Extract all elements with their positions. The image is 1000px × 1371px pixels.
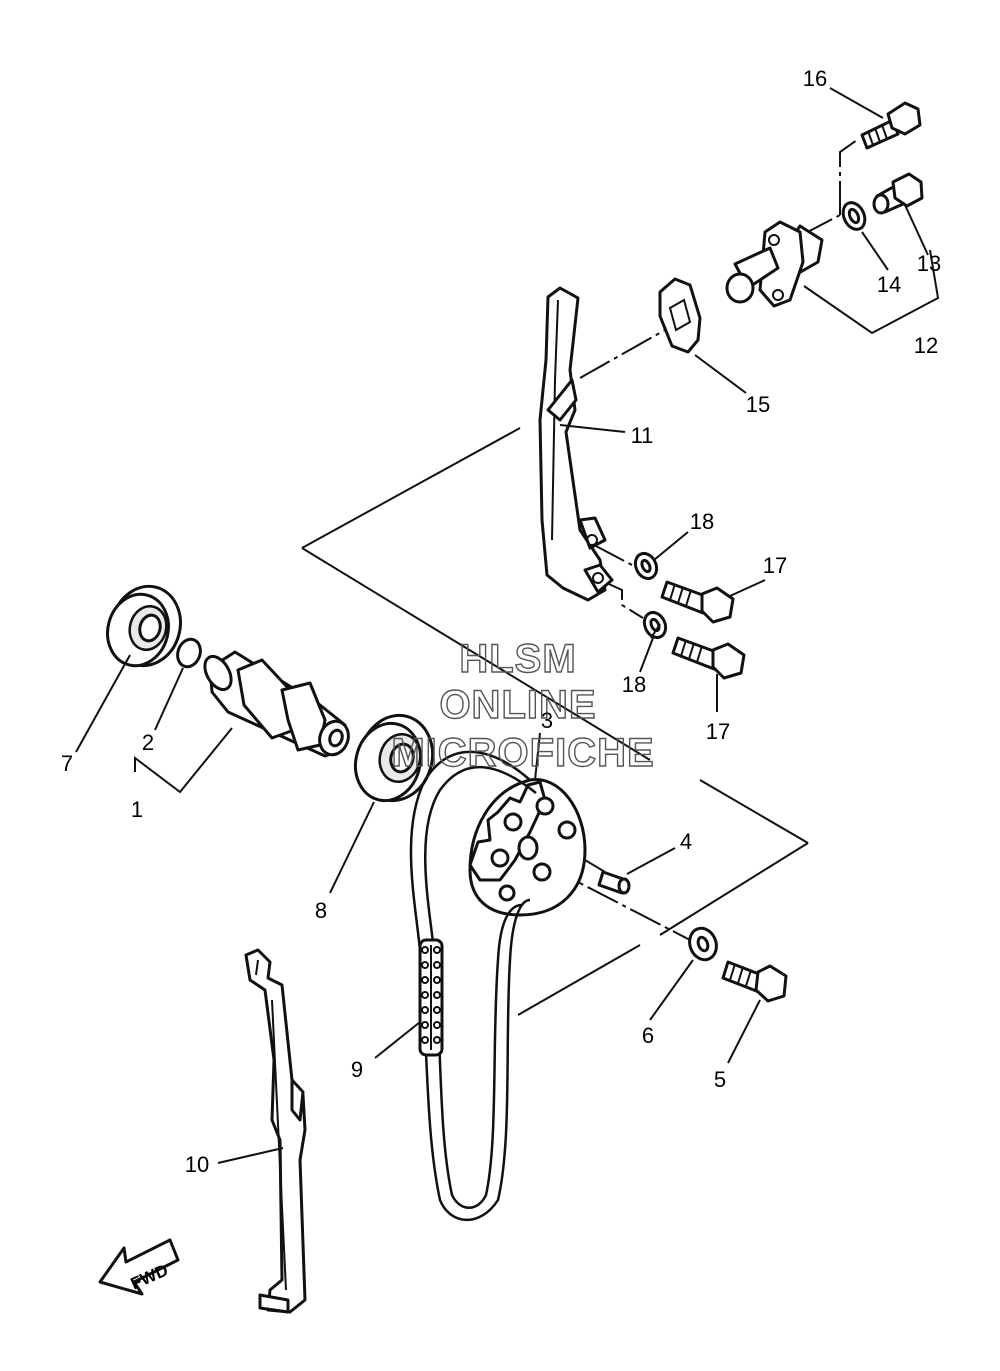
- chain-links: [418, 938, 444, 1057]
- o-ring-2[interactable]: [174, 636, 204, 670]
- callout-11[interactable]: 11: [631, 423, 654, 448]
- plug-bolt-13[interactable]: [872, 172, 924, 215]
- washer-18-upper[interactable]: [631, 550, 660, 582]
- callout-17-upper[interactable]: 17: [763, 553, 787, 578]
- bolt-17-upper[interactable]: [660, 580, 735, 624]
- assembly-lines: [301, 139, 858, 1016]
- bolt-16[interactable]: [860, 101, 922, 150]
- leader-lines: [75, 87, 940, 1164]
- watermark-line-2: ONLINE: [439, 683, 596, 727]
- watermark: HLSM ONLINE MICROFICHE: [391, 636, 655, 775]
- callout-17-lower[interactable]: 17: [706, 719, 730, 744]
- bolt-17-lower[interactable]: [671, 636, 746, 680]
- callout-3[interactable]: 3: [541, 708, 553, 733]
- callout-9[interactable]: 9: [351, 1057, 363, 1082]
- callout-18-upper[interactable]: 18: [690, 509, 714, 534]
- callout-12[interactable]: 12: [914, 333, 938, 358]
- callout-4[interactable]: 4: [680, 829, 692, 854]
- washer-14[interactable]: [839, 199, 869, 233]
- dowel-pin-4[interactable]: [597, 870, 631, 895]
- callout-2[interactable]: 2: [142, 730, 154, 755]
- bearing-8[interactable]: [347, 707, 442, 809]
- callout-15[interactable]: 15: [746, 392, 770, 417]
- fwd-arrow: FWD: [98, 1238, 180, 1296]
- callout-labels: 1 2 3 4 5 6 7 8 9 10 11 12 13 14 15 16 1…: [61, 66, 941, 1177]
- callout-6[interactable]: 6: [642, 1023, 654, 1048]
- callout-16[interactable]: 16: [803, 66, 827, 91]
- cam-sprocket-3[interactable]: [468, 778, 587, 917]
- watermark-line-1: HLSM: [459, 637, 576, 681]
- chain-guide-11[interactable]: [538, 286, 614, 602]
- bolt-5[interactable]: [721, 960, 788, 1003]
- bearing-7[interactable]: [100, 579, 189, 674]
- gasket-15[interactable]: [658, 277, 702, 354]
- callout-10[interactable]: 10: [185, 1152, 209, 1177]
- cam-chain-9[interactable]: [409, 750, 537, 1222]
- callout-8[interactable]: 8: [315, 898, 327, 923]
- callout-18-lower[interactable]: 18: [622, 672, 646, 697]
- callout-13[interactable]: 13: [917, 251, 941, 276]
- callout-14[interactable]: 14: [877, 272, 901, 297]
- callout-1[interactable]: 1: [131, 797, 143, 822]
- chain-guide-10[interactable]: [244, 948, 307, 1314]
- cam-chain-tensioner-12[interactable]: [725, 220, 824, 308]
- callout-7[interactable]: 7: [61, 751, 73, 776]
- watermark-line-3: MICROFICHE: [391, 731, 654, 775]
- callout-5[interactable]: 5: [714, 1067, 726, 1092]
- camshaft-1[interactable]: [199, 650, 352, 759]
- washer-6[interactable]: [685, 925, 720, 964]
- washer-18-lower[interactable]: [640, 609, 669, 641]
